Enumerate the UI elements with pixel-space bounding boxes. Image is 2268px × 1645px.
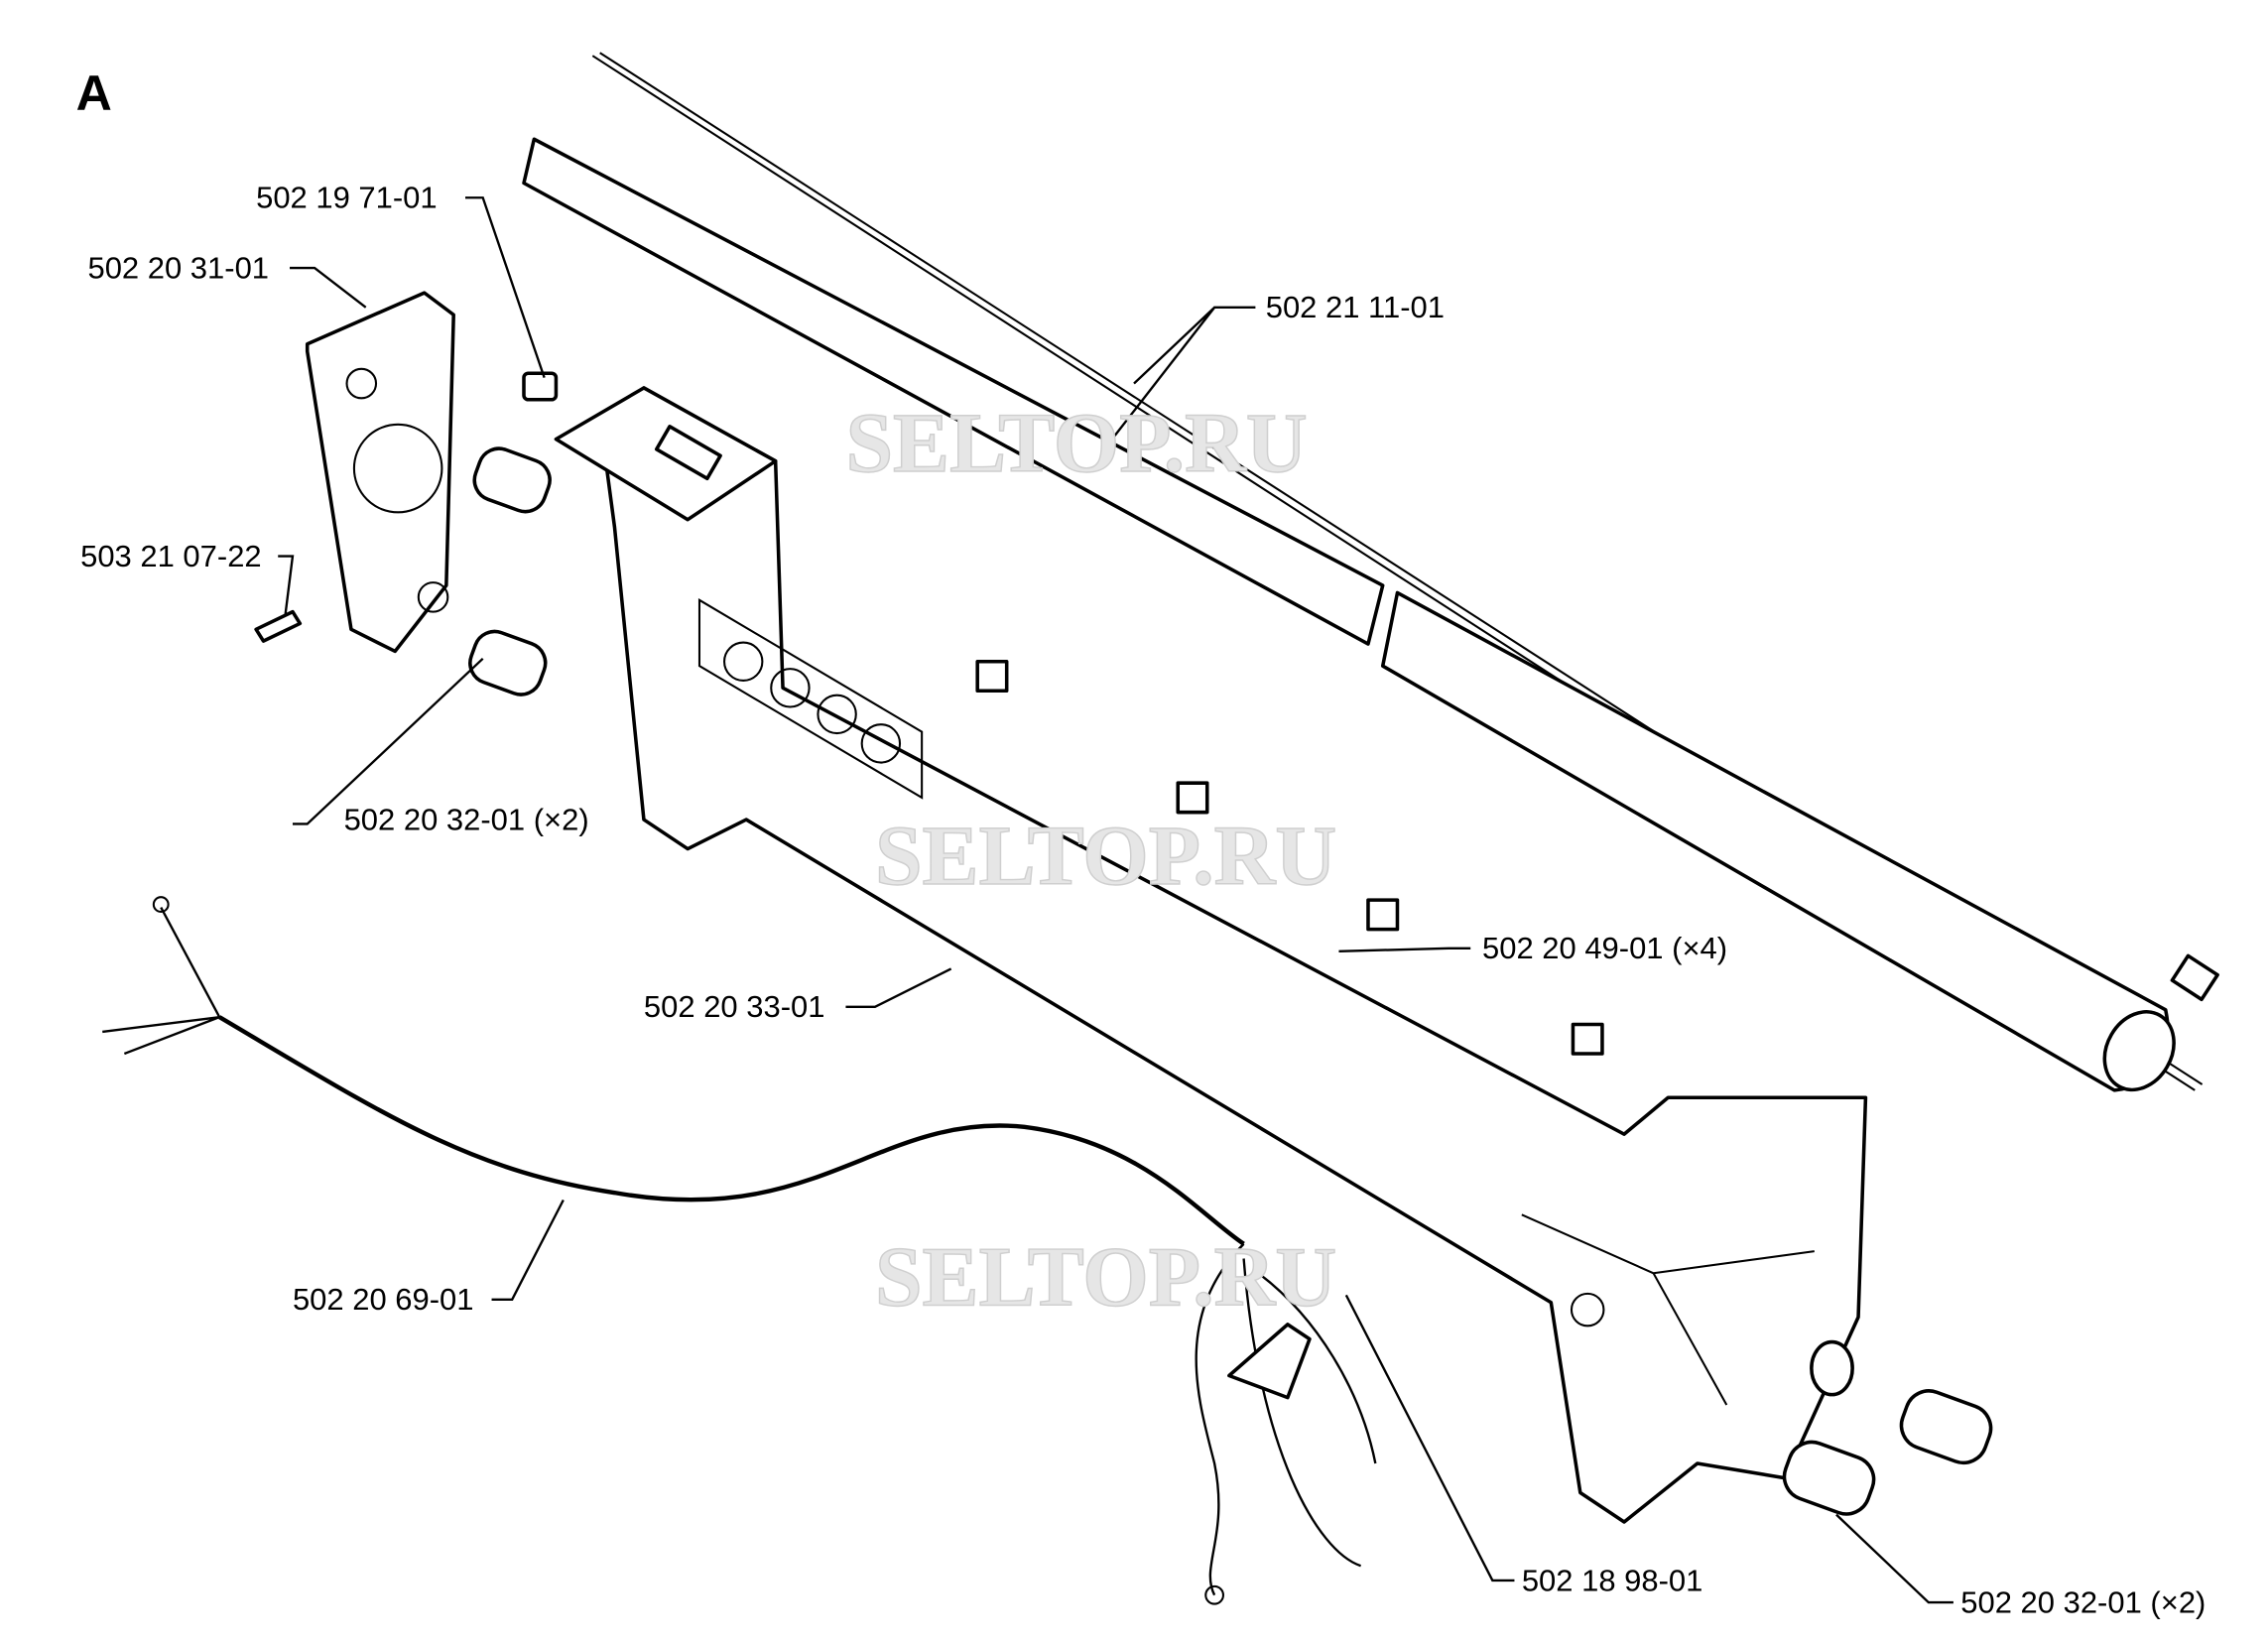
main-housing-drawing	[554, 386, 1868, 1524]
part-label: 502 20 32-01 (×2)	[344, 802, 589, 836]
part-label: 502 20 69-01	[293, 1282, 474, 1317]
part-label: 502 20 31-01	[87, 250, 269, 285]
part-label: 502 20 32-01 (×2)	[1960, 1584, 2205, 1619]
watermark: SELTOP.RU	[875, 809, 1336, 903]
part-label: 502 20 33-01	[644, 989, 825, 1024]
section-letter: A	[76, 65, 112, 121]
bushings-drawing	[468, 371, 1993, 1516]
part-label: 502 20 49-01 (×4)	[1482, 931, 1727, 965]
end-cap-left-drawing	[254, 291, 455, 654]
shaft-tube-drawing	[522, 137, 2176, 1092]
part-label: 502 21 11-01	[1266, 290, 1445, 324]
leader-lines	[278, 196, 1953, 1604]
clips-drawing	[975, 659, 1604, 1056]
part-label: 502 19 71-01	[256, 181, 438, 215]
watermark: SELTOP.RU	[845, 396, 1307, 490]
part-label: 503 21 07-22	[80, 539, 262, 573]
watermark: SELTOP.RU	[875, 1230, 1336, 1325]
part-label: 502 18 98-01	[1522, 1563, 1703, 1597]
cable-drawing	[102, 896, 1377, 1605]
